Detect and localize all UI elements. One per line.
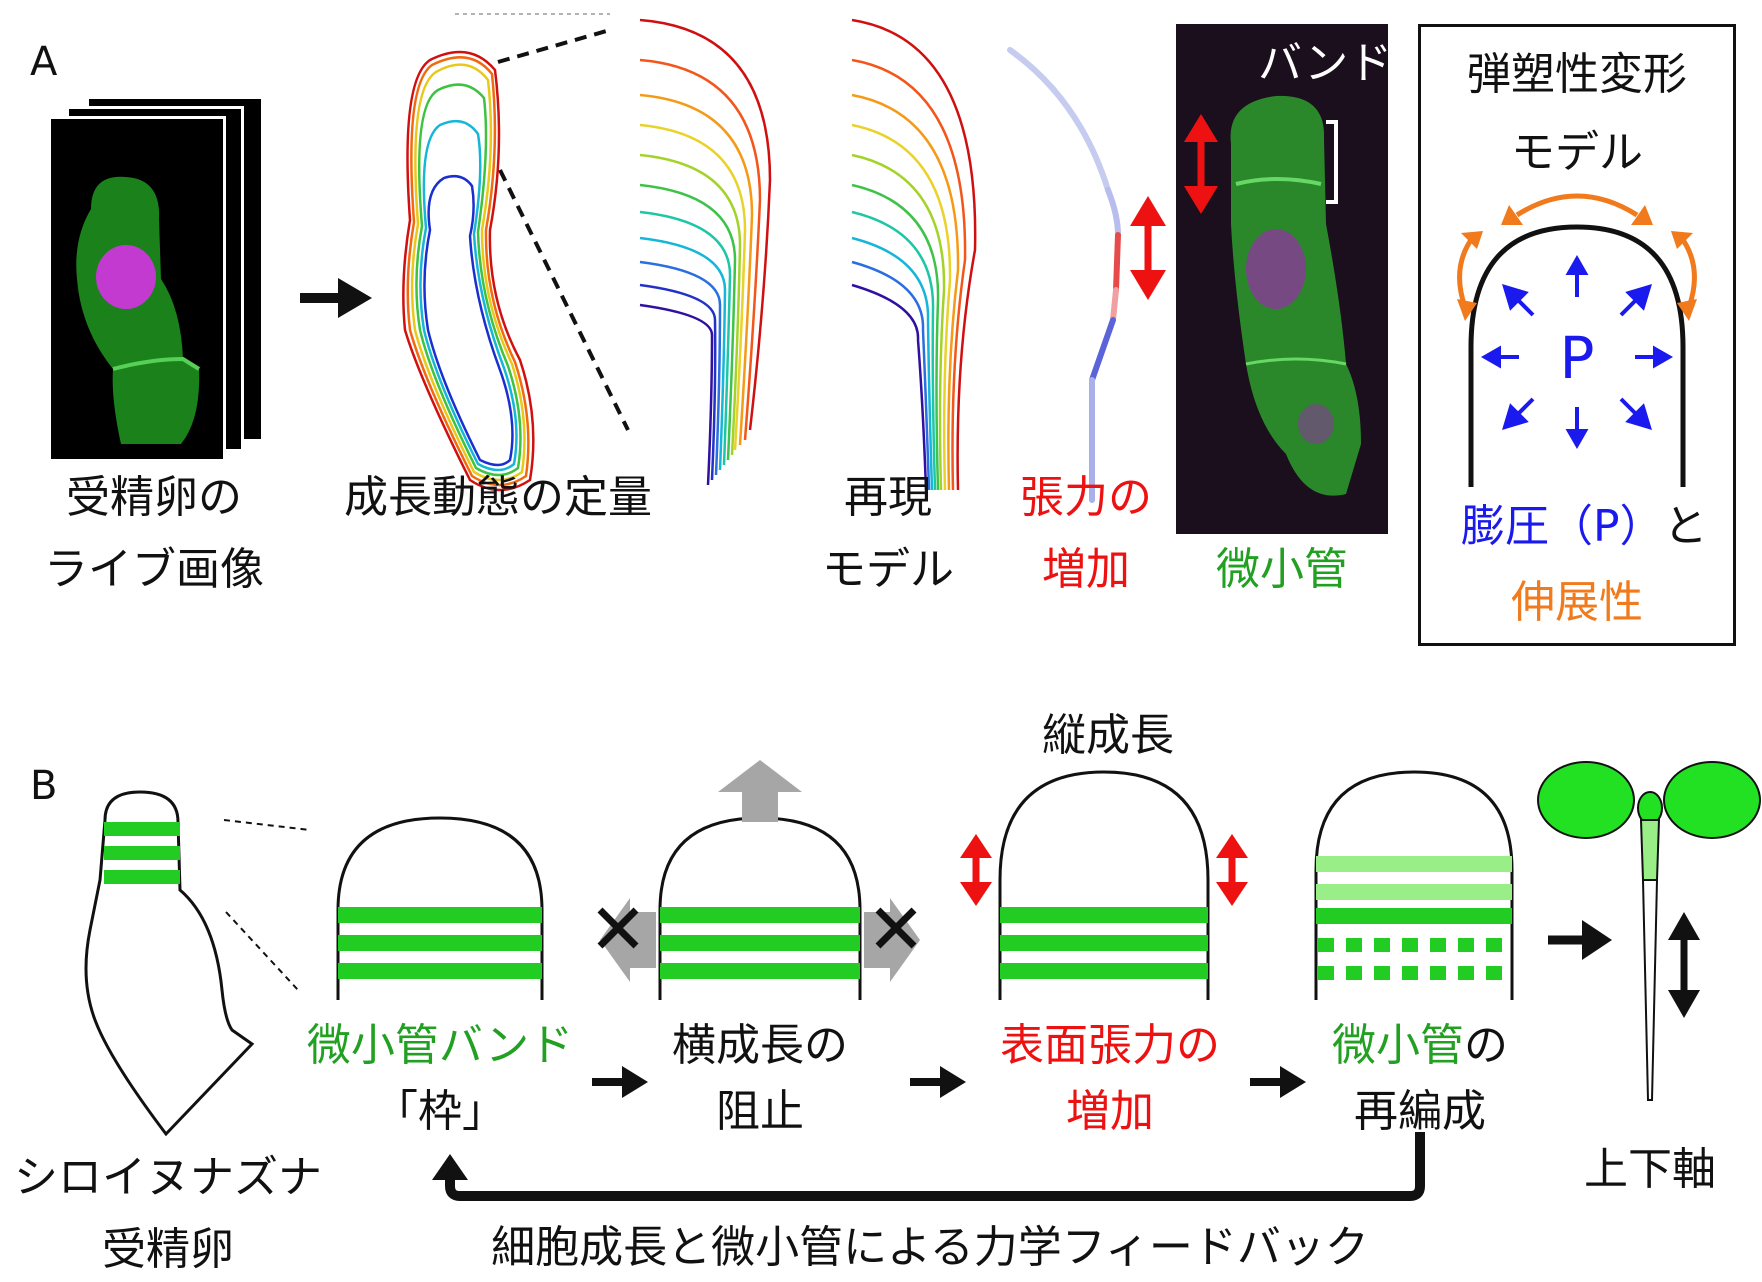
reproduction-model-line2: モデル: [822, 544, 954, 595]
mt-reorg-line1: 微小管の: [1332, 1024, 1508, 1068]
cell-mt-reorganization: [1314, 770, 1514, 1000]
measured-tip-curves: [639, 18, 772, 486]
image-stack: [48, 96, 264, 462]
mt-reorg-line2: 再編成: [1354, 1086, 1486, 1137]
extensibility-label: 伸展性: [1511, 577, 1643, 628]
longitudinal-growth-label: 縦成長: [1042, 710, 1174, 761]
surface-tension-line1: 表面張力の: [1000, 1020, 1220, 1071]
mt-reorg-mt: 微小管: [1332, 1020, 1464, 1071]
cell-mt-band: [336, 816, 544, 1000]
elastoplastic-model-box: 弾塑性変形 モデル P 膨圧（P）と 伸展性: [1418, 24, 1736, 646]
block-lateral-line2: 阻止: [716, 1086, 804, 1137]
zoom-line-bottom: [498, 169, 630, 431]
pressure-symbol: P: [1559, 324, 1595, 392]
turgor-label: 膨圧（P）: [1461, 501, 1664, 552]
turgor-conjunction: と: [1663, 501, 1708, 552]
model-tip-curves: [851, 18, 977, 491]
stack-frame-front: [48, 116, 226, 462]
tension-increase-line2: 増加: [1042, 544, 1130, 595]
live-image-label-line1: 受精卵の: [66, 472, 242, 523]
feedback-label: 細胞成長と微小管による力学フィードバック: [491, 1222, 1369, 1273]
band-annotations: [1184, 114, 1338, 214]
microtubule-image: バンド: [1176, 24, 1388, 534]
panel-b-letter: B: [30, 763, 58, 809]
frame-label: 「枠」: [374, 1086, 506, 1137]
mt-reorg-suffix: の: [1464, 1020, 1508, 1071]
cell-surface-tension: [960, 770, 1248, 1000]
surface-tension-line2: 増加: [1066, 1086, 1154, 1137]
cell-outline-overlay: [402, 50, 535, 492]
tension-profile: [1007, 47, 1121, 503]
flow-arrows: [592, 1066, 1306, 1098]
arrow-to-seedling: [1548, 920, 1612, 960]
elastoplastic-diagram: [1457, 193, 1697, 487]
quantification-label: 成長動態の定量: [344, 472, 652, 523]
reproduction-model-line1: 再現: [844, 472, 932, 523]
microtubule-label: 微小管: [1216, 544, 1348, 595]
elastoplastic-title-line1: 弾塑性変形: [1467, 49, 1687, 100]
axis-label: 上下軸: [1584, 1144, 1716, 1195]
seedling: [1537, 761, 1761, 1101]
feedback-loop-arrow: [432, 1132, 1425, 1201]
elastoplastic-title-line2: モデル: [1511, 127, 1643, 178]
tension-double-arrow: [1130, 196, 1166, 300]
live-image-label-line2: ライブ画像: [44, 544, 264, 595]
tension-increase-line1: 張力の: [1020, 472, 1152, 523]
cell-block-lateral: [597, 760, 920, 1000]
band-label: バンド: [1258, 38, 1388, 89]
arabidopsis-label-line1: シロイヌナズナ: [14, 1152, 322, 1203]
zoom-line-b-bottom: [225, 911, 299, 991]
zygote-outline: [84, 790, 255, 1137]
panel-a-letter: A: [30, 39, 58, 85]
zoom-line-b-top: [223, 819, 311, 831]
turgor-line: 膨圧（P）と: [1461, 505, 1708, 549]
mt-band-label: 微小管バンド: [306, 1020, 574, 1071]
arrow-to-quantification: [300, 278, 372, 318]
zygote-live-image: [76, 176, 201, 444]
block-lateral-line1: 横成長の: [672, 1020, 848, 1071]
arabidopsis-label-line2: 受精卵: [102, 1224, 234, 1275]
